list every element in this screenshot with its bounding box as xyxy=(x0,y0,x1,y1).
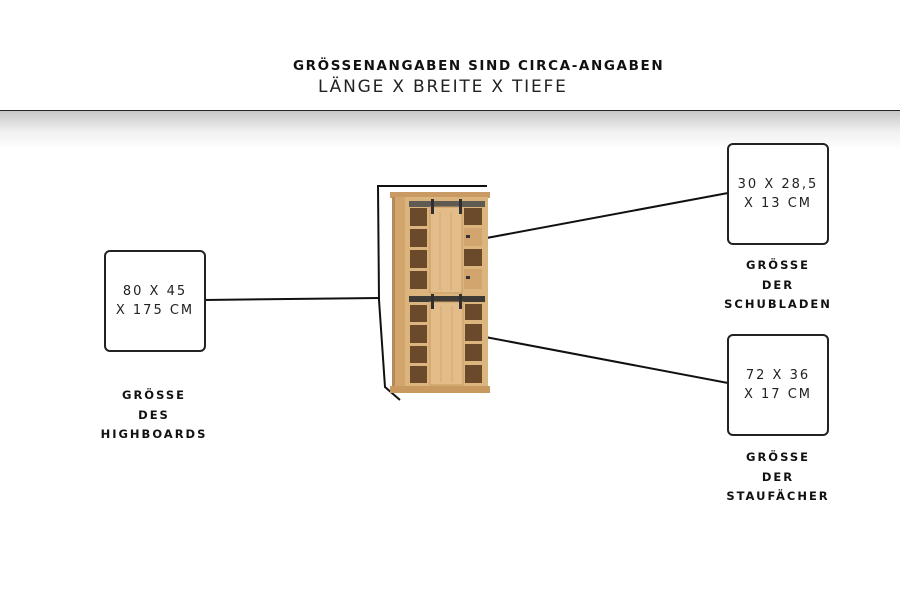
page-subtitle: LÄNGE X BREITE X TIEFE xyxy=(318,77,568,97)
compartments-label: GRÖSSE DER STAUFÄCHER xyxy=(712,448,844,507)
dimension-lines xyxy=(203,185,729,401)
drawers-label-line1: GRÖSSE xyxy=(746,258,810,272)
highboard-dimensions-line2: X 175 CM xyxy=(115,303,195,318)
highboard-label: GRÖSSE DES HIGHBOARDS xyxy=(88,386,220,445)
drawers-label-line2: DER xyxy=(761,277,795,292)
drawers-dimensions-box: 30 X 28,5 X 13 CM xyxy=(727,143,829,245)
highboard-label-line1: GRÖSSE xyxy=(122,388,186,402)
cabinet xyxy=(390,192,490,393)
highboard-dimensions-line1: 80 X 45 xyxy=(122,284,188,299)
compartments-label-line1: GRÖSSE xyxy=(746,450,810,464)
compartments-label-line3: STAUFÄCHER xyxy=(726,489,830,503)
drawers-dimensions-line2: X 13 CM xyxy=(743,196,812,211)
compartments-dimensions-line2: X 17 CM xyxy=(743,387,812,402)
highboard-dimensions-box: 80 X 45 X 175 CM xyxy=(104,250,206,352)
drawers-label: GRÖSSE DER SCHUBLADEN xyxy=(712,256,844,315)
drawers-label-line3: SCHUBLADEN xyxy=(724,297,832,311)
drawers-dimensions-line1: 30 X 28,5 xyxy=(737,177,819,192)
compartments-dimensions-line1: 72 X 36 xyxy=(745,368,811,383)
header-shadow xyxy=(0,111,900,149)
compartments-dimensions-box: 72 X 36 X 17 CM xyxy=(727,334,829,436)
compartments-label-line2: DER xyxy=(761,469,795,484)
page-title: GRÖSSENANGABEN SIND CIRCA-ANGABEN xyxy=(293,58,665,74)
header: GRÖSSENANGABEN SIND CIRCA-ANGABEN LÄNGE … xyxy=(0,0,900,111)
highboard-label-line2: DES xyxy=(138,407,170,422)
highboard-label-line3: HIGHBOARDS xyxy=(100,427,208,441)
